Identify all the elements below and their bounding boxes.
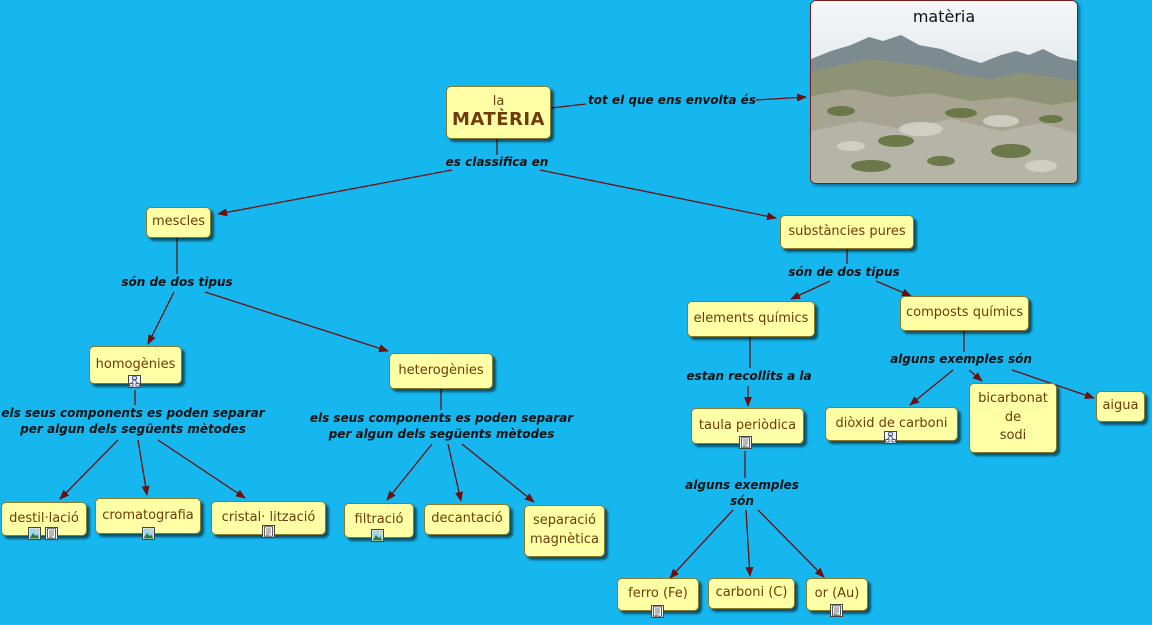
link-tot-el-que-ens-envolta: tot el que ens envolta és [588,93,756,107]
document-icon[interactable] [262,525,275,538]
node-heterogenies[interactable]: heterogènies [389,353,493,389]
node-destillacio[interactable]: destil·lació [1,502,87,536]
node-composts-quimics[interactable]: composts químics [900,296,1029,331]
node-separacio-magnetica[interactable]: separació magnètica [524,505,605,557]
node-label: destil·lació [9,510,79,526]
link-alguns-exemples-composts: alguns exemples són [890,352,1032,366]
link-components-heterogenies: els seus components es poden separar per… [309,411,574,441]
node-bicarbonat-de-sodi[interactable]: bicarbonat de sodi [969,383,1057,453]
node-label: decantació [431,511,503,527]
node-elements-quimics[interactable]: elements químics [687,301,815,337]
link-alguns-exemples-taula: alguns exemples són [685,478,799,508]
image-icon[interactable] [28,527,41,540]
node-label: or (Au) [814,586,860,602]
link-son-de-dos-tipus-substancies: són de dos tipus [788,265,900,279]
node-label: cristal· lització [221,509,316,525]
document-icon[interactable] [45,527,58,540]
node-homogenies[interactable]: homogènies [89,346,182,384]
node-label: heterogènies [398,362,484,378]
node-substancies-pures[interactable]: substàncies pures [780,215,914,249]
node-label: cromatografia [102,507,194,523]
link-components-homogenies: els seus components es poden separar per… [1,406,265,436]
link-es-classifica-en: es classifica en [445,155,549,169]
materia-photo-panel[interactable]: matèria [810,0,1078,184]
node-label: mescles [152,214,205,230]
node-label: carboni (C) [715,585,788,601]
node-label: ferro (Fe) [628,586,688,602]
link-son-de-dos-tipus-mescles: són de dos tipus [121,275,233,289]
photo-title: matèria [912,7,976,26]
node-decantacio[interactable]: decantació [424,504,510,535]
concept-map-icon[interactable] [884,431,897,444]
root-line-1: la [492,93,505,109]
document-icon[interactable] [739,436,752,449]
node-label: diòxid de carboni [835,415,948,431]
node-label: homogènies [95,356,176,372]
root-line-2: MATÈRIA [451,108,545,130]
concept-map-icon[interactable] [128,375,141,388]
image-icon[interactable] [142,527,155,540]
node-taula-periodica[interactable]: taula periòdica [691,408,804,444]
image-icon[interactable] [371,529,384,542]
node-label: taula periòdica [698,417,797,433]
node-carboni[interactable]: carboni (C) [708,578,795,609]
node-label: bicarbonat de sodi [978,390,1048,444]
node-label: aigua [1102,398,1139,414]
link-estan-recollits: estan recollits a la [686,369,812,383]
document-icon[interactable] [651,605,664,618]
node-label: filtració [354,512,404,528]
mountain-landscape-image [811,1,1077,183]
node-aigua[interactable]: aigua [1096,391,1145,422]
node-label: elements químics [693,310,809,326]
node-la-materia[interactable]: la MATÈRIA [446,86,551,139]
node-label: substàncies pures [788,223,906,239]
document-icon[interactable] [830,604,843,617]
node-label: separació magnètica [530,513,599,547]
node-mescles[interactable]: mescles [146,207,211,238]
node-label: composts químics [905,305,1024,321]
